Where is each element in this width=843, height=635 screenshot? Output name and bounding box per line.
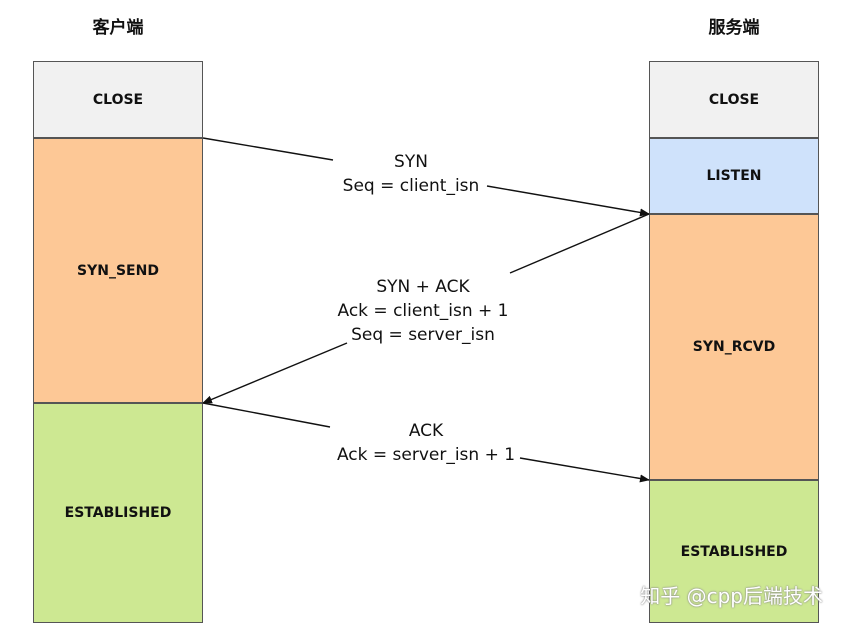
client-state-established-label: ESTABLISHED: [64, 505, 172, 521]
server-state-syn-rcvd: SYN_RCVD: [649, 214, 819, 480]
ack-message: ACK Ack = server_isn + 1: [316, 419, 536, 467]
client-title: 客户端: [92, 18, 144, 38]
server-state-close-label: CLOSE: [708, 91, 760, 108]
client-state-close: CLOSE: [33, 61, 203, 138]
ack-message-line: Ack = server_isn + 1: [336, 445, 516, 465]
server-state-syn-rcvd-label: SYN_RCVD: [692, 339, 776, 355]
syn-message-line: SYN: [394, 152, 428, 172]
server-title: 服务端: [708, 18, 760, 38]
syn-arrow-head: [486, 185, 650, 217]
syn-ack-message: SYN + ACK Ack = client_isn + 1 Seq = ser…: [313, 275, 533, 347]
server-state-established: ESTABLISHED: [649, 480, 819, 623]
client-state-established: ESTABLISHED: [33, 403, 203, 623]
server-state-established-label: ESTABLISHED: [680, 543, 788, 560]
syn-message: SYN Seq = client_isn: [311, 150, 511, 198]
server-state-listen: LISTEN: [649, 138, 819, 214]
syn-ack-message-line: Ack = client_isn + 1: [337, 301, 509, 321]
client-state-close-label: CLOSE: [92, 91, 144, 108]
server-state-close: CLOSE: [649, 61, 819, 138]
syn-ack-message-line: SYN + ACK: [376, 277, 470, 297]
watermark: 知乎 @cpp后端技术: [640, 584, 823, 608]
syn-ack-message-line: Seq = server_isn: [351, 325, 495, 345]
syn-ack-arrow-head: [202, 342, 348, 404]
syn-ack-arrow: [509, 213, 650, 274]
server-state-listen-label: LISTEN: [706, 168, 762, 184]
ack-arrow: [202, 402, 331, 428]
client-state-syn-send: SYN_SEND: [33, 138, 203, 403]
client-state-syn-send-label: SYN_SEND: [77, 262, 159, 279]
ack-message-line: ACK: [408, 421, 444, 441]
syn-message-line: Seq = client_isn: [342, 176, 480, 196]
syn-arrow: [202, 137, 334, 161]
ack-arrow-head: [519, 457, 650, 483]
